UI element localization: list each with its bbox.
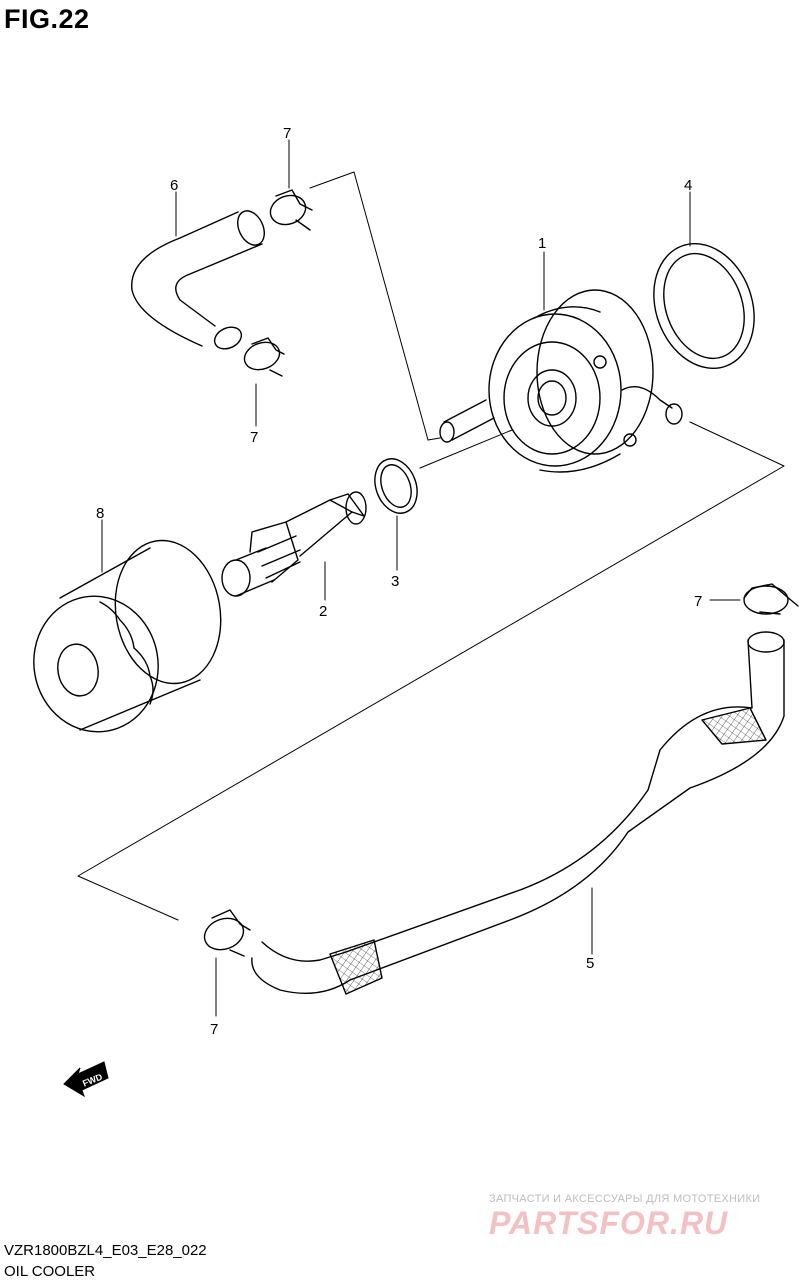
hose-lower-part-5 [251,631,785,995]
callout-5: 5 [586,955,594,972]
model-code: VZR1800BZL4_E03_E28_022 [4,1242,207,1259]
clamp-mid-left [243,337,285,377]
section-name: OIL COOLER [4,1263,96,1280]
callout-7-top: 7 [283,125,291,142]
oil-cooler-part-1 [439,289,683,473]
leader-lines [101,139,741,1017]
clamp-lower [203,909,251,957]
oil-filter-part-8 [33,539,222,733]
o-ring-part-4 [653,242,755,370]
callout-7-bottom: 7 [210,1021,218,1038]
callout-4: 4 [684,177,692,194]
clamp-right [743,583,799,615]
watermark-logo: PARTSFOR.RU [489,1205,729,1241]
callout-1: 1 [538,235,546,252]
fwd-arrow-icon: FWD [63,1061,109,1098]
callout-7-right: 7 [694,593,702,610]
callout-8: 8 [96,505,104,522]
callout-3: 3 [391,573,399,590]
watermark-tagline: ЗАПЧАСТИ И АКСЕССУАРЫ ДЛЯ МОТОТЕХНИКИ [489,1193,761,1205]
callout-2: 2 [319,603,327,620]
callout-6: 6 [170,177,178,194]
assembly-lines [77,171,785,921]
union-bolt-part-2 [221,491,367,597]
clamp-upper [269,189,313,231]
callout-7-left: 7 [250,429,258,446]
figure-title: FIG.22 [4,4,90,34]
o-ring-part-3 [374,458,418,514]
hose-upper-part-6 [131,210,265,350]
